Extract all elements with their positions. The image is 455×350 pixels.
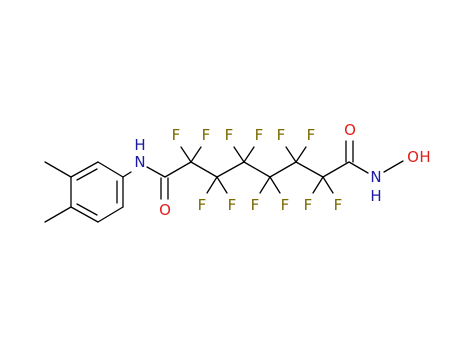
fluorine-label: F [202,126,211,144]
fluorine-label: F [307,126,316,144]
cf-bond [243,146,255,163]
amide-nitrogen-label: H [134,136,145,154]
chain-bond [269,161,297,178]
cf-bond [322,176,334,194]
fluorine-label: F [228,196,237,214]
ring-double-bond [76,203,98,216]
cf-bond [233,146,245,163]
cf-bond [312,176,324,194]
cf-bond [206,176,218,194]
fluorine-label: F [198,196,207,214]
amide-oxygen-label: O [159,201,171,219]
fluorine-label: F [304,196,313,214]
cf-bond [269,176,281,194]
ring-bond [97,161,124,178]
cf-bond [190,146,202,163]
chain-bond [216,161,245,178]
hydroxamic-nitrogen-label: N [370,168,381,186]
fluorine-label: F [277,126,286,144]
fluorine-label: F [251,196,260,214]
fluorine-label: F [334,196,343,214]
cf-bond [180,146,192,163]
cf-bond [295,146,307,163]
c-n-bond [348,161,369,174]
hydroxamic-carbonyl-oxygen-label: O [344,121,356,139]
ring-bond [70,206,99,223]
ring-bond [70,161,99,178]
fluorine-label: F [225,126,234,144]
hydroxyl-oxygen-label: O [407,148,419,166]
chain-bond [243,161,271,178]
cf-bond [259,176,271,194]
bond-layer [44,140,404,223]
hydroxyl-hydrogen-label: H [419,148,430,166]
ring-double-bond [76,168,98,181]
cf-bond [285,146,297,163]
chain-bond [164,161,192,178]
ring-bond [97,206,124,223]
chain-bond [190,161,218,178]
hydroxamic-hydrogen-label: H [370,187,381,205]
chain-bond [322,161,350,178]
n-carbonyl-bond [146,166,166,178]
n-o-bond [383,160,404,173]
chain-bond [295,161,324,178]
fluorine-label: F [172,126,181,144]
fluorine-label: F [281,196,290,214]
amide-nitrogen-label: N [134,153,145,171]
atom-label-layer: H N O F F F F F F F F F F F F O N H O H [134,121,430,219]
fluorine-label: F [255,126,264,144]
methyl-bond [44,206,72,223]
cf-bond [216,176,228,194]
methyl-bond [44,161,72,178]
aryl-n-bond [122,171,132,178]
